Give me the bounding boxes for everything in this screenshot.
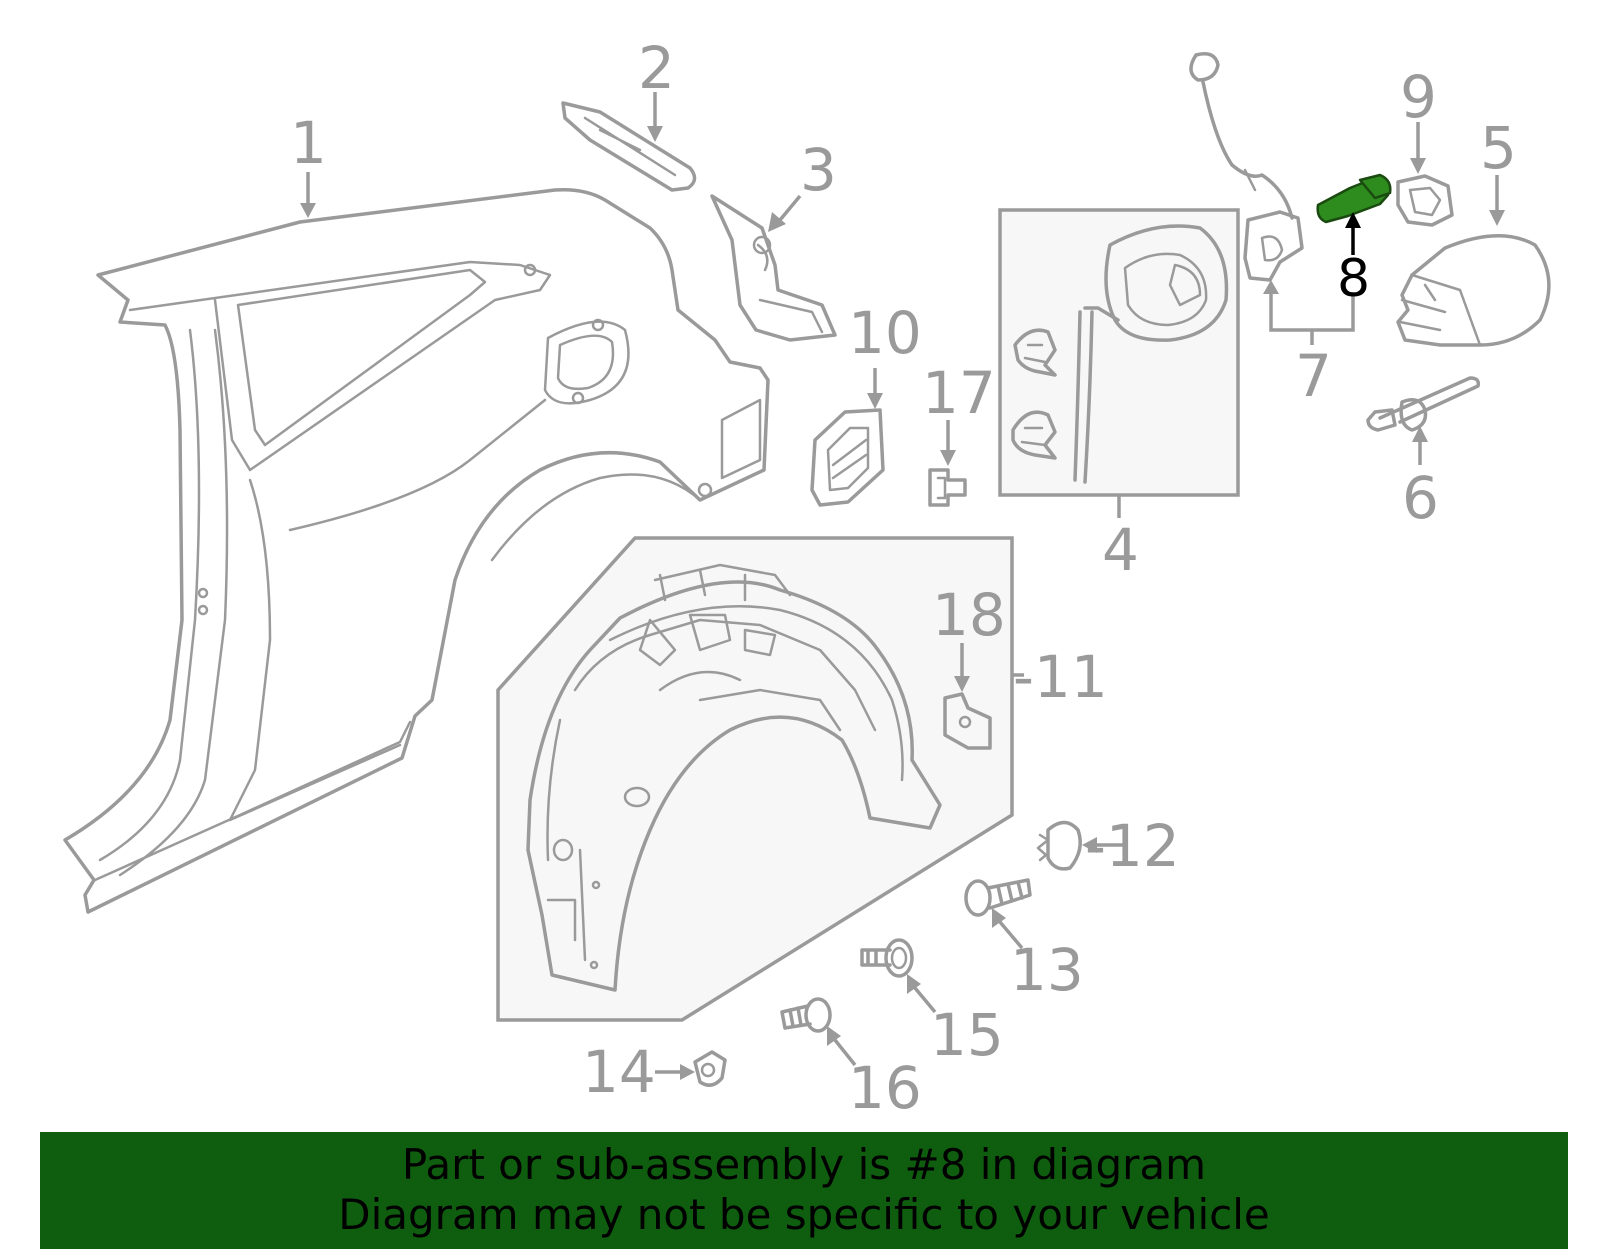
part-18-bracket[interactable] [943, 692, 992, 750]
callout-7: 7 [1295, 342, 1332, 410]
callout-3: 3 [800, 136, 837, 204]
callout-5: 5 [1480, 114, 1517, 182]
banner-line-2: Diagram may not be specific to your vehi… [338, 1190, 1270, 1239]
callout-11: -11 [1013, 643, 1108, 711]
part-11-wheelhouse-box[interactable] [496, 536, 1014, 1022]
callout-10: 10 [848, 299, 922, 367]
info-banner: Part or sub-assembly is #8 in diagram Di… [40, 1132, 1568, 1249]
part-7-release-cable[interactable] [1189, 52, 1304, 282]
part-9-bumper[interactable] [1396, 174, 1454, 227]
callout-16: 16 [848, 1054, 922, 1122]
part-16-bolt[interactable] [780, 997, 832, 1033]
callout-1: 1 [290, 109, 327, 177]
callout-15: 15 [930, 1001, 1004, 1069]
callout-18: 18 [932, 581, 1006, 649]
part-14-clip[interactable] [693, 1050, 727, 1087]
part-6-rivet[interactable] [1366, 376, 1481, 432]
callout-9: 9 [1400, 63, 1437, 131]
callout-13: 13 [1010, 936, 1084, 1004]
part-5-fuel-door[interactable] [1396, 234, 1551, 347]
part-10-housing[interactable] [810, 408, 885, 507]
part-1-quarter-panel[interactable] [63, 187, 770, 914]
part-8-actuator-highlighted[interactable] [1316, 173, 1392, 224]
part-3-bracket[interactable] [710, 194, 837, 342]
callout-6: 6 [1402, 464, 1439, 532]
callout-14: 14 [582, 1038, 656, 1106]
part-17-clip[interactable] [928, 468, 967, 507]
part-13-screw[interactable] [964, 878, 1032, 917]
callout-17: 17 [922, 359, 996, 427]
part-4-assembly-box[interactable] [998, 208, 1240, 497]
part-12-push-clip[interactable] [1036, 820, 1082, 871]
part-2-bracket[interactable] [561, 101, 697, 192]
callout-8-highlighted: 8 [1337, 249, 1370, 309]
leader-lines [300, 92, 1505, 1080]
callout-2: 2 [638, 34, 675, 102]
part-15-bolt[interactable] [860, 938, 914, 978]
callout-labels: 1 2 3 10 17 4 9 5 6 7 8 -11 18 -12 13 15… [290, 34, 1517, 1122]
banner-line-1: Part or sub-assembly is #8 in diagram [401, 1140, 1207, 1189]
callout-4: 4 [1102, 516, 1139, 584]
callout-12: -12 [1085, 812, 1180, 880]
